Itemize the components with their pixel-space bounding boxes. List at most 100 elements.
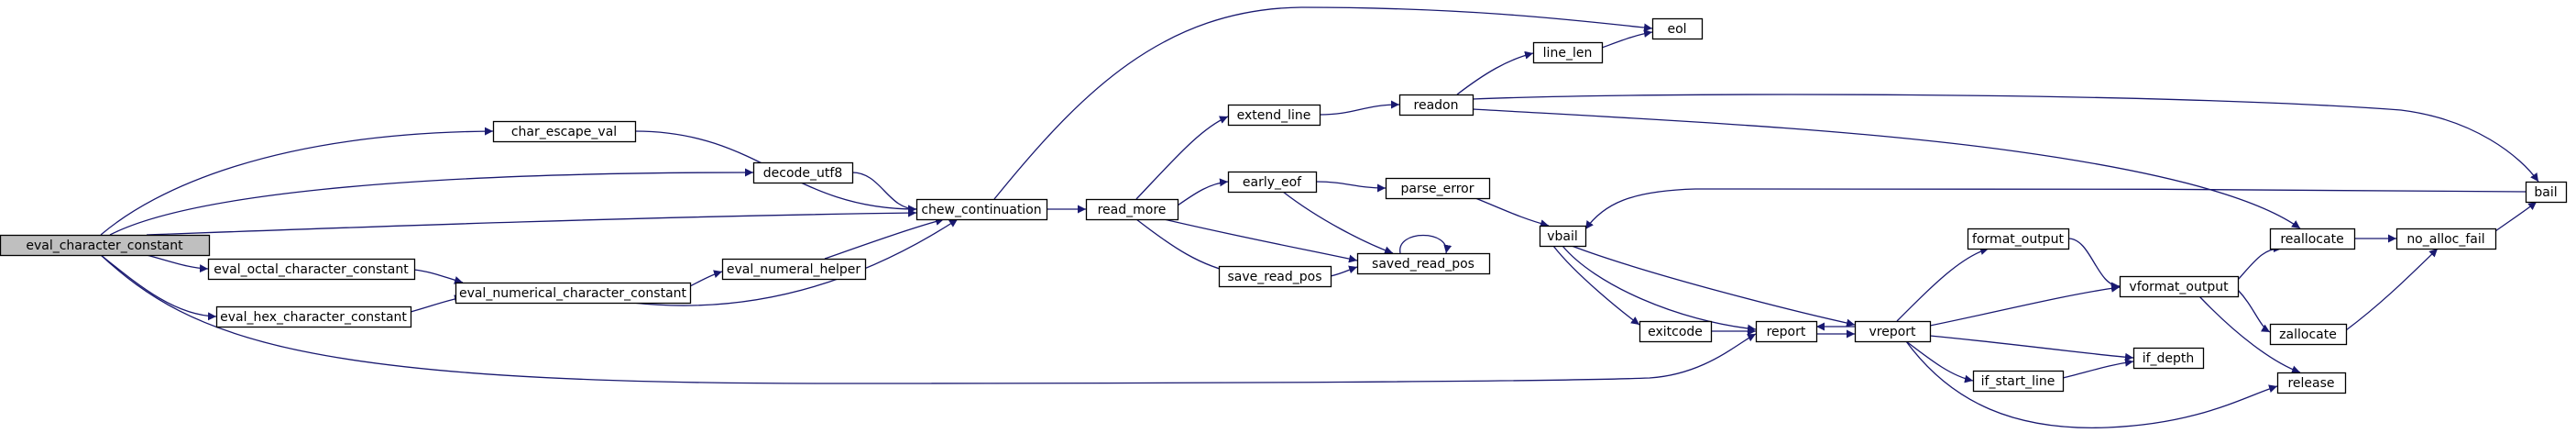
node-char-escape-val[interactable]: char_escape_val xyxy=(492,120,637,143)
node-label: decode_utf8 xyxy=(763,166,842,181)
nodes-layer: eval_character_constant char_escape_valde… xyxy=(0,17,2568,394)
node-box[interactable] xyxy=(2395,228,2497,250)
node-extend-line[interactable]: extend_line xyxy=(1227,104,1321,127)
node-eval-octal-character-constant[interactable]: eval_octal_character_constant xyxy=(207,258,416,281)
node-box[interactable] xyxy=(1398,94,1474,117)
node-vformat-output[interactable]: vformat_output xyxy=(2119,275,2240,298)
edge-vbail-to-vreport xyxy=(1571,245,1856,328)
edge-path xyxy=(2494,201,2538,232)
edge-vreport-to-if-depth xyxy=(1929,335,2134,361)
node-box[interactable] xyxy=(1227,171,1318,194)
node-readon[interactable]: readon xyxy=(1398,94,1474,117)
node-box[interactable] xyxy=(2525,181,2568,204)
node-zallocate[interactable]: zallocate xyxy=(2269,323,2348,346)
node-label: eval_octal_character_constant xyxy=(214,262,409,277)
node-saved-read-pos[interactable]: saved_read_pos xyxy=(1356,252,1491,275)
node-box[interactable] xyxy=(1639,320,1713,343)
edge-eval-character-constant-to-char-escape-val xyxy=(100,127,494,236)
edge-zallocate-to-no-alloc-fail xyxy=(2345,248,2439,331)
node-vreport[interactable]: vreport xyxy=(1854,320,1932,343)
node-label: eval_hex_character_constant xyxy=(220,310,407,325)
node-box[interactable] xyxy=(1972,370,2065,393)
node-eval-numerical-character-constant[interactable]: eval_numerical_character_constant xyxy=(455,282,692,305)
edge-bail-to-vbail xyxy=(1584,187,2527,230)
edge-path xyxy=(146,254,209,273)
node-box[interactable] xyxy=(1085,198,1179,221)
node-box[interactable] xyxy=(2269,228,2356,250)
node-box[interactable] xyxy=(1651,17,1704,40)
edge-path xyxy=(1330,265,1358,277)
edge-extend-line-to-readon xyxy=(1319,100,1400,116)
node-box[interactable] xyxy=(2276,372,2347,394)
node-box[interactable] xyxy=(1227,104,1321,127)
node-line-len[interactable]: line_len xyxy=(1532,41,1604,64)
node-parse-error[interactable]: parse_error xyxy=(1385,177,1491,200)
edge-saved-read-pos-to-saved-read-pos xyxy=(1399,235,1452,254)
node-box[interactable] xyxy=(455,282,692,305)
node-box[interactable] xyxy=(752,161,854,184)
node-early-eof[interactable]: early_eof xyxy=(1227,171,1318,194)
edge-path xyxy=(689,270,723,287)
node-label: eval_numeral_helper xyxy=(727,262,860,277)
node-box[interactable] xyxy=(215,305,412,328)
edge-vbail-to-exitcode xyxy=(1552,245,1640,326)
node-eval-hex-character-constant[interactable]: eval_hex_character_constant xyxy=(215,305,412,328)
edge-vreport-to-vformat-output xyxy=(1929,283,2121,327)
node-label: readon xyxy=(1414,98,1459,113)
node-box[interactable] xyxy=(2119,275,2240,298)
node-if-start-line[interactable]: if_start_line xyxy=(1972,370,2065,393)
node-box[interactable] xyxy=(1218,265,1332,288)
edge-path xyxy=(851,172,917,214)
node-box[interactable] xyxy=(2132,347,2205,370)
node-box[interactable] xyxy=(721,258,867,281)
node-chew-continuation[interactable]: chew_continuation xyxy=(915,198,1048,221)
edge-path xyxy=(100,254,217,321)
edge-path xyxy=(1135,116,1229,200)
node-box[interactable] xyxy=(1967,228,2070,250)
node-eval-character-constant[interactable]: eval_character_constant xyxy=(0,234,211,257)
edge-readon-to-reallocate xyxy=(1472,108,2301,229)
node-label: saved_read_pos xyxy=(1372,257,1474,272)
node-save-read-pos[interactable]: save_read_pos xyxy=(1218,265,1332,288)
edge-vbail-to-report xyxy=(1562,245,1757,333)
edge-path xyxy=(1929,335,2134,361)
edge-parse-error-to-vbail xyxy=(1474,197,1550,228)
edge-early-eof-to-saved-read-pos xyxy=(1282,191,1394,255)
node-label: bail xyxy=(2534,185,2557,200)
node-reallocate[interactable]: reallocate xyxy=(2269,228,2356,250)
edge-early-eof-to-parse-error xyxy=(1315,181,1387,193)
edge-decode-utf8-to-chew-continuation xyxy=(851,172,917,214)
node-read-more[interactable]: read_more xyxy=(1085,198,1179,221)
edge-eval-character-constant-to-chew-continuation xyxy=(146,208,917,236)
node-label: no_alloc_fail xyxy=(2406,232,2484,247)
node-box[interactable] xyxy=(1755,320,1818,343)
node-box[interactable] xyxy=(207,258,416,281)
node-decode-utf8[interactable]: decode_utf8 xyxy=(752,161,854,184)
node-eval-numeral-helper[interactable]: eval_numeral_helper xyxy=(721,258,867,281)
edge-vreport-to-release xyxy=(1905,340,2278,429)
node-no-alloc-fail[interactable]: no_alloc_fail xyxy=(2395,228,2497,250)
node-bail[interactable]: bail xyxy=(2525,181,2568,204)
node-exitcode[interactable]: exitcode xyxy=(1639,320,1713,343)
node-format-output[interactable]: format_output xyxy=(1967,228,2070,250)
node-box[interactable] xyxy=(1356,252,1491,275)
edge-path xyxy=(1571,245,1856,328)
node-eol[interactable]: eol xyxy=(1651,17,1704,40)
edge-eval-numerical-character-constant-to-eval-numeral-helper xyxy=(689,270,723,287)
node-box[interactable] xyxy=(915,198,1048,221)
edge-if-start-line-to-if-depth xyxy=(2062,358,2134,379)
node-release[interactable]: release xyxy=(2276,372,2347,394)
node-box[interactable] xyxy=(2269,323,2348,346)
node-report[interactable]: report xyxy=(1755,320,1818,343)
node-box[interactable] xyxy=(1532,41,1604,64)
node-if-depth[interactable]: if_depth xyxy=(2132,347,2205,370)
node-box[interactable] xyxy=(1539,225,1587,248)
node-vbail[interactable]: vbail xyxy=(1539,225,1587,248)
node-box[interactable] xyxy=(1385,177,1491,200)
edge-vformat-output-to-zallocate xyxy=(2237,289,2271,333)
edge-eval-character-constant-to-eval-octal-character-constant xyxy=(146,254,209,273)
node-box[interactable] xyxy=(1854,320,1932,343)
node-box[interactable] xyxy=(0,234,211,257)
node-box[interactable] xyxy=(492,120,637,143)
